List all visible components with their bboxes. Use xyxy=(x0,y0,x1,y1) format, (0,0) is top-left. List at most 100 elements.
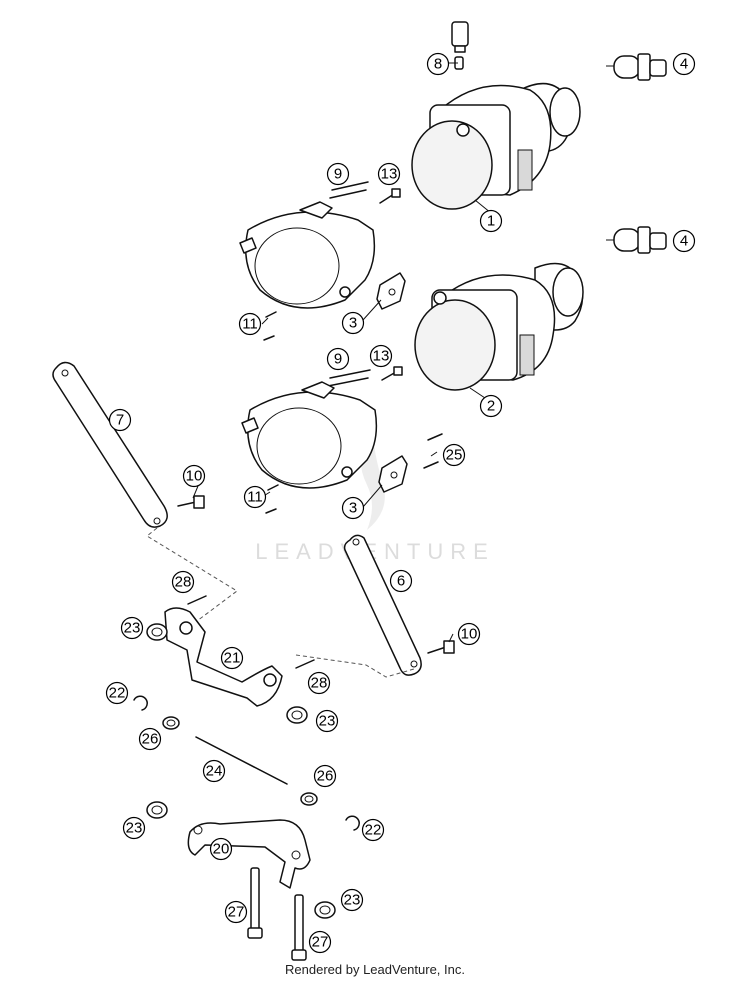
callout-10-left[interactable]: 10 xyxy=(182,464,206,488)
spring-part-9-bottom[interactable] xyxy=(327,369,371,387)
callout-25[interactable]: 25 xyxy=(442,443,466,467)
bolt-part-10-right[interactable] xyxy=(427,640,455,654)
bracket-part-3-bottom[interactable] xyxy=(378,455,408,493)
callout-27-right[interactable]: 27 xyxy=(308,930,332,954)
screw-part-25[interactable] xyxy=(423,433,443,469)
callout-label: 23 xyxy=(344,892,361,909)
callout-label: 11 xyxy=(247,489,263,506)
callout-label: 26 xyxy=(317,768,334,785)
callout-4-top[interactable]: 4 xyxy=(672,52,696,76)
callout-label: 8 xyxy=(434,56,442,73)
callout-28-top[interactable]: 28 xyxy=(171,570,195,594)
callout-23-a[interactable]: 23 xyxy=(120,616,144,640)
callout-22-left[interactable]: 22 xyxy=(105,681,129,705)
washer-part-26-left[interactable] xyxy=(162,716,180,730)
bracket-part-20[interactable] xyxy=(187,819,311,889)
screw-part-28-top[interactable] xyxy=(187,595,207,605)
spring-part-9-top[interactable] xyxy=(329,181,369,199)
callout-label: 23 xyxy=(126,820,143,837)
credit-text: Rendered by LeadVenture, Inc. xyxy=(285,962,465,977)
callout-8[interactable]: 8 xyxy=(426,52,450,76)
screw-part-13-bottom[interactable] xyxy=(381,366,403,381)
callout-13-top[interactable]: 13 xyxy=(377,162,401,186)
bolt-part-10-left[interactable] xyxy=(177,495,205,509)
callout-4-bottom[interactable]: 4 xyxy=(672,229,696,253)
bushing-part-23-c[interactable] xyxy=(146,801,168,819)
callout-label: 4 xyxy=(680,56,688,73)
screw-part-13-top[interactable] xyxy=(379,188,401,204)
bracket-part-3-top[interactable] xyxy=(376,272,406,310)
callout-20[interactable]: 20 xyxy=(209,837,233,861)
callout-label: 2 xyxy=(487,398,495,415)
callout-23-b[interactable]: 23 xyxy=(315,709,339,733)
callout-label: 25 xyxy=(446,447,463,464)
callout-23-c[interactable]: 23 xyxy=(122,816,146,840)
callout-label: 3 xyxy=(349,315,357,332)
bolt-part-27-left[interactable] xyxy=(247,867,263,939)
callout-9-top[interactable]: 9 xyxy=(326,162,350,186)
callout-11-top[interactable]: 11 xyxy=(238,312,262,336)
callout-26-right[interactable]: 26 xyxy=(313,764,337,788)
callout-label: 1 xyxy=(487,213,495,230)
callout-9-bottom[interactable]: 9 xyxy=(326,347,350,371)
callout-6[interactable]: 6 xyxy=(389,569,413,593)
clip-part-22-left[interactable] xyxy=(133,695,148,711)
assembly-guide-lines xyxy=(146,527,415,678)
bushing-part-23-a[interactable] xyxy=(146,623,168,641)
callout-label: 23 xyxy=(319,713,336,730)
callout-label: 10 xyxy=(186,468,203,485)
callout-label: 13 xyxy=(381,166,398,183)
callout-label: 28 xyxy=(175,574,192,591)
screw-part-11-top[interactable] xyxy=(263,311,277,341)
washer-part-26-right[interactable] xyxy=(300,792,318,806)
headlight-holder-lower[interactable] xyxy=(241,381,378,489)
callout-label: 4 xyxy=(680,233,688,250)
bolt-part-27-right[interactable] xyxy=(291,894,307,961)
callout-10-right[interactable]: 10 xyxy=(457,622,481,646)
callout-label: 26 xyxy=(142,731,159,748)
callout-28-bottom[interactable]: 28 xyxy=(307,671,331,695)
callout-21[interactable]: 21 xyxy=(220,646,244,670)
screw-part-28-bottom[interactable] xyxy=(295,659,315,669)
callout-label: 10 xyxy=(461,626,478,643)
callout-3-bottom[interactable]: 3 xyxy=(341,496,365,520)
bulb-part-4-top[interactable] xyxy=(606,53,667,81)
callout-label: 28 xyxy=(311,675,328,692)
callout-label: 27 xyxy=(312,934,329,951)
callout-label: 27 xyxy=(228,904,245,921)
callout-label: 23 xyxy=(124,620,141,637)
callout-label: 13 xyxy=(373,348,390,365)
callout-label: 7 xyxy=(116,412,124,429)
bushing-part-23-b[interactable] xyxy=(286,706,308,724)
callout-22-right[interactable]: 22 xyxy=(361,818,385,842)
screw-part-11-bottom[interactable] xyxy=(265,484,279,514)
headlight-projector-part-2[interactable] xyxy=(414,262,584,391)
callout-26-left[interactable]: 26 xyxy=(138,727,162,751)
bracket-part-21[interactable] xyxy=(164,607,283,707)
callout-2[interactable]: 2 xyxy=(479,394,503,418)
callout-3-top[interactable]: 3 xyxy=(341,311,365,335)
bulb-socket-part-8[interactable] xyxy=(451,21,469,70)
bushing-part-23-d[interactable] xyxy=(314,901,336,919)
callout-24[interactable]: 24 xyxy=(202,759,226,783)
callout-label: 6 xyxy=(397,573,405,590)
callout-13-bottom[interactable]: 13 xyxy=(369,344,393,368)
clip-part-22-right[interactable] xyxy=(345,815,360,831)
callout-1[interactable]: 1 xyxy=(479,209,503,233)
callout-label: 22 xyxy=(109,685,126,702)
callout-label: 9 xyxy=(334,351,342,368)
callout-27-left[interactable]: 27 xyxy=(224,900,248,924)
callout-label: 3 xyxy=(349,500,357,517)
callout-label: 22 xyxy=(365,822,382,839)
callout-7[interactable]: 7 xyxy=(108,408,132,432)
callout-23-d[interactable]: 23 xyxy=(340,888,364,912)
shaft-part-24[interactable] xyxy=(195,736,288,785)
strut-part-6[interactable] xyxy=(343,534,422,676)
bulb-part-4-bottom[interactable] xyxy=(606,226,667,254)
headlight-holder-upper[interactable] xyxy=(239,201,376,309)
headlight-projector-part-1[interactable] xyxy=(411,82,581,210)
strut-part-7[interactable] xyxy=(52,361,168,528)
callout-11-bottom[interactable]: 11 xyxy=(243,485,267,509)
